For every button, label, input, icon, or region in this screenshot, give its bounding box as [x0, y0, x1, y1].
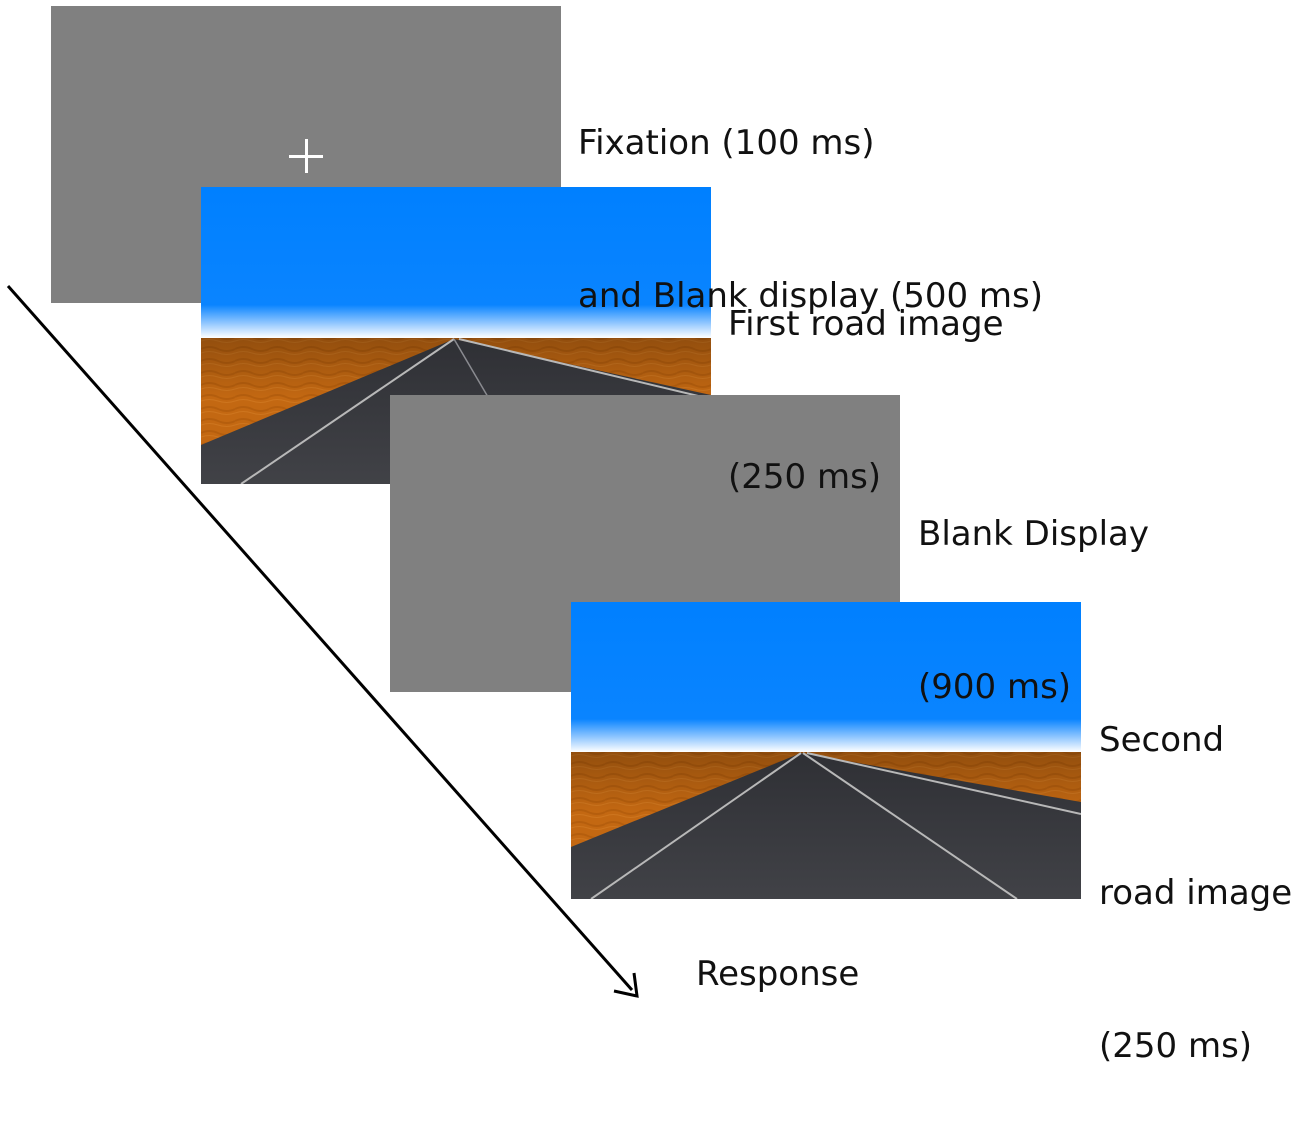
- blank-display-label: Blank Display (900 ms): [918, 407, 1149, 764]
- fixation-cross-icon: [289, 139, 323, 173]
- first-road-label: First road image (250 ms): [728, 197, 1004, 554]
- second-road-label-line-3: (250 ms): [1099, 1026, 1253, 1066]
- response-label: Response: [696, 954, 860, 994]
- second-road-label: Second road image (250 ms): [1099, 613, 1292, 1123]
- time-arrow-head: [613, 972, 639, 998]
- center-lane-line: [802, 752, 1018, 899]
- blank-label-line-2: (900 ms): [918, 667, 1072, 707]
- first-road-label-line-1: First road image: [728, 304, 1004, 344]
- road-scene-2: [571, 602, 1081, 899]
- blank-label-line-1: Blank Display: [918, 514, 1149, 554]
- sky: [571, 602, 1081, 752]
- first-road-label-line-2: (250 ms): [728, 457, 882, 497]
- fixation-label-line-1: Fixation (100 ms): [578, 123, 875, 163]
- road-surface: [571, 753, 1081, 899]
- second-road-label-line-1: Second: [1099, 720, 1225, 760]
- second-road-label-line-2: road image: [1099, 873, 1293, 913]
- second-road-image: [571, 602, 1081, 899]
- right-lane-line: [806, 752, 1081, 815]
